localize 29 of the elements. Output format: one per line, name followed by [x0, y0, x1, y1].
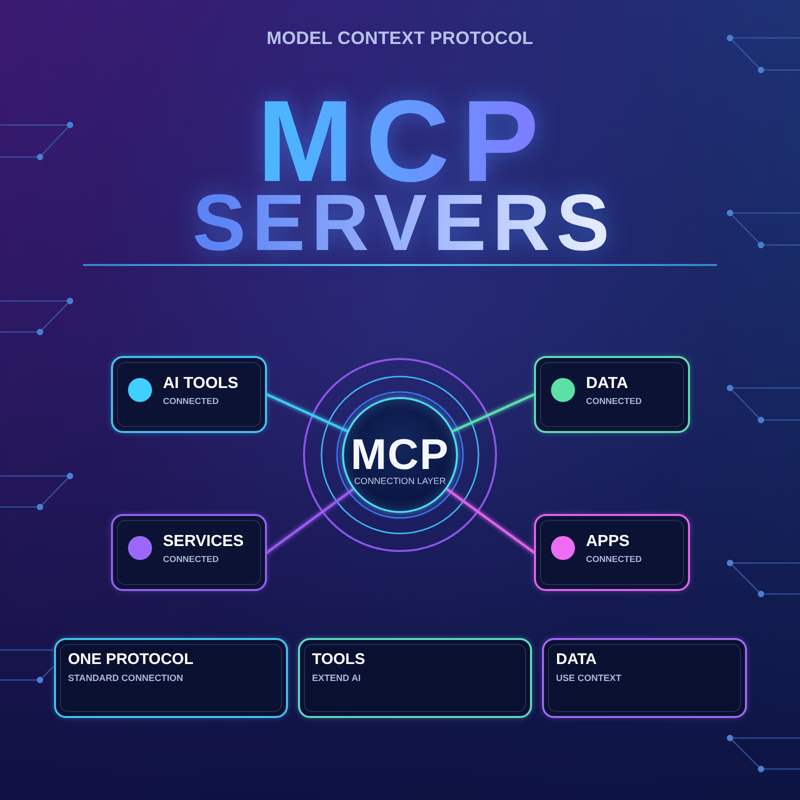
feature-card — [298, 638, 532, 718]
status-text: CONNECTED — [586, 396, 642, 407]
card-title: ONE PROTOCOL — [68, 651, 194, 670]
status-text: CONNECTED — [163, 554, 219, 565]
tagline: MODEL CONTEXT PROTOCOL — [266, 28, 534, 50]
node-title: AI TOOLS — [163, 374, 238, 393]
hub-circle — [342, 397, 458, 513]
node-title: SERVICES — [163, 532, 244, 551]
status-card — [534, 514, 690, 591]
connector-line — [452, 393, 536, 432]
status-text: CONNECTED — [163, 396, 219, 407]
connector-line — [446, 488, 536, 554]
card-description: USE CONTEXT — [556, 672, 622, 684]
card-description: EXTEND AI — [312, 672, 361, 684]
hub-subtitle: CONNECTION LAYER — [354, 476, 446, 487]
status-card — [111, 356, 267, 433]
feature-card — [54, 638, 288, 718]
status-card — [111, 514, 267, 591]
card-description: STANDARD CONNECTION — [68, 672, 184, 684]
hub-title: MCP — [350, 434, 450, 477]
node-title: APPS — [586, 532, 630, 551]
connector-line — [266, 393, 348, 432]
status-card — [534, 356, 690, 433]
feature-card — [542, 638, 747, 718]
connector-line — [266, 488, 354, 554]
card-title: DATA — [556, 651, 597, 670]
status-text: CONNECTED — [586, 554, 642, 565]
card-title: TOOLS — [312, 651, 366, 670]
node-title: DATA — [586, 374, 628, 393]
